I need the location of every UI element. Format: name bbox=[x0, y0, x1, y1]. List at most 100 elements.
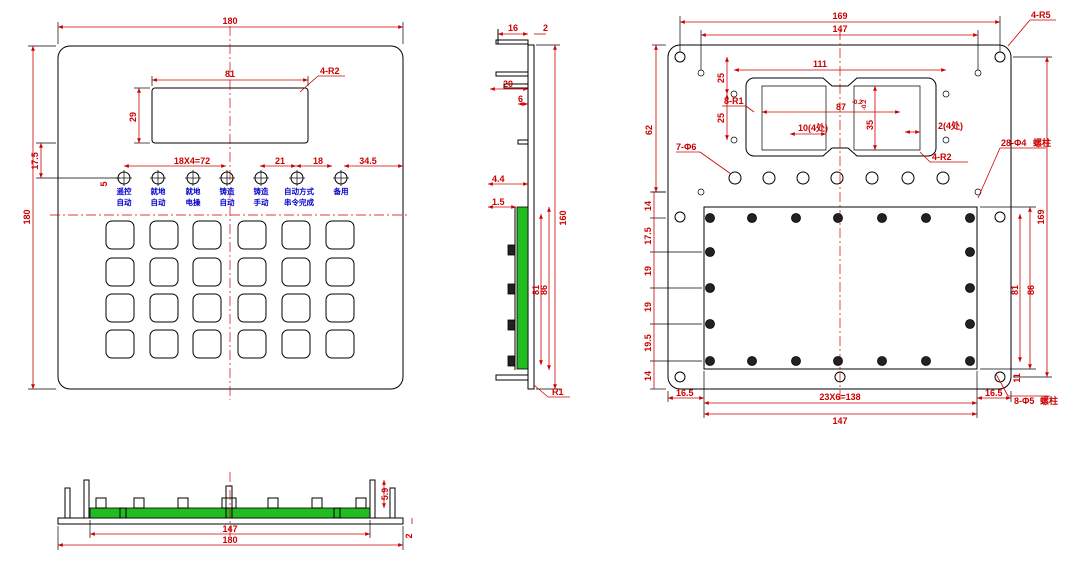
window-height-dim: 29 bbox=[128, 112, 138, 122]
key-button[interactable] bbox=[149, 257, 179, 287]
back-pcb-outline bbox=[703, 206, 978, 370]
key-button[interactable] bbox=[192, 329, 222, 359]
key-button[interactable] bbox=[237, 293, 267, 323]
key-button[interactable] bbox=[237, 257, 267, 287]
indicator-pitch-dim: 18X4=72 bbox=[174, 156, 210, 166]
offset-5-dim: 5 bbox=[99, 181, 109, 186]
indicator-lamp bbox=[289, 170, 305, 186]
back-nut-label: 8-Φ5 bbox=[1014, 396, 1034, 406]
key-button[interactable] bbox=[325, 293, 355, 323]
mount-hole bbox=[674, 211, 686, 223]
back-dim-169v: 169 bbox=[1036, 209, 1046, 224]
back-dim-62: 62 bbox=[644, 125, 654, 135]
back-pitch-dim: 23X6=138 bbox=[819, 392, 860, 402]
indicator-lamp bbox=[116, 170, 132, 186]
back-view: 87 -0.2 35 -0.2 bbox=[643, 10, 1058, 426]
side-radius-label: R1 bbox=[552, 387, 564, 397]
back-dim-86: 86 bbox=[1026, 285, 1036, 295]
key-button[interactable] bbox=[325, 220, 355, 250]
indicator-lamp bbox=[253, 170, 269, 186]
bottom-dim-147: 147 bbox=[222, 524, 237, 534]
back-dim-16-5a: 16.5 bbox=[676, 388, 694, 398]
back-dim-10: 10(4处) bbox=[798, 122, 828, 133]
mount-hole bbox=[674, 51, 686, 63]
front-height-dim: 180 bbox=[22, 209, 32, 224]
stud-array bbox=[705, 213, 975, 366]
back-dim-14a: 14 bbox=[643, 201, 653, 211]
indicator-lamp bbox=[219, 170, 235, 186]
key-button[interactable] bbox=[281, 329, 311, 359]
side-dim-4-4: 4.4 bbox=[492, 174, 505, 184]
mount-hole bbox=[834, 371, 846, 383]
back-corner-radius-label: 4-R5 bbox=[1031, 10, 1051, 20]
front-view: 180 180 81 29 4-R2 17.5 5 18X4=72 21 18 bbox=[22, 16, 410, 400]
back-dim-19-5: 19.5 bbox=[643, 334, 653, 352]
key-button[interactable] bbox=[192, 220, 222, 250]
side-dim-81: 81 bbox=[531, 285, 541, 295]
back-dim-87: 87 bbox=[836, 102, 846, 112]
back-dim-81: 81 bbox=[1010, 285, 1020, 295]
back-dim-19a: 19 bbox=[643, 266, 653, 276]
key-button[interactable] bbox=[149, 220, 179, 250]
key-button[interactable] bbox=[325, 329, 355, 359]
key-button[interactable] bbox=[192, 293, 222, 323]
indicator-label-top: 就地 bbox=[186, 186, 201, 196]
key-button[interactable] bbox=[281, 293, 311, 323]
indicator-label-top: 就地 bbox=[151, 186, 166, 196]
side-pcb bbox=[516, 206, 529, 370]
side-dim-20: 20 bbox=[503, 79, 513, 89]
key-button[interactable] bbox=[237, 329, 267, 359]
key-button[interactable] bbox=[192, 257, 222, 287]
back-dim-35: 35 bbox=[865, 120, 875, 130]
bottom-dim-5-9: 5.9 bbox=[380, 488, 390, 501]
keypad-grid bbox=[105, 220, 355, 359]
key-button[interactable] bbox=[325, 257, 355, 287]
mount-hole bbox=[674, 371, 686, 383]
key-button[interactable] bbox=[105, 220, 135, 250]
key-button[interactable] bbox=[105, 329, 135, 359]
spacing-34-5-dim: 34.5 bbox=[359, 156, 377, 166]
indicator-label-top: 备用 bbox=[333, 186, 349, 196]
back-dim-25b: 25 bbox=[716, 113, 726, 123]
back-dim-2: 2(4处) bbox=[938, 120, 963, 131]
indicator-label-top: 铸造 bbox=[220, 186, 235, 196]
back-dim-147: 147 bbox=[832, 24, 847, 34]
back-dim-25a: 25 bbox=[716, 73, 726, 83]
back-dim-14b: 14 bbox=[643, 371, 653, 381]
key-button[interactable] bbox=[149, 329, 179, 359]
indicator-hole-row bbox=[728, 171, 950, 185]
side-dim-2: 2 bbox=[543, 23, 548, 33]
back-nut-suffix: 螺柱 bbox=[1040, 395, 1058, 406]
indicator-lamp bbox=[185, 170, 201, 186]
key-button[interactable] bbox=[237, 220, 267, 250]
key-button[interactable] bbox=[105, 293, 135, 323]
key-button[interactable] bbox=[149, 293, 179, 323]
window-width-dim: 81 bbox=[225, 69, 235, 79]
key-button[interactable] bbox=[281, 220, 311, 250]
back-dim-16-5b: 16.5 bbox=[985, 388, 1003, 398]
bottom-dim-180: 180 bbox=[222, 535, 237, 545]
indicator-label-bottom: 自动 bbox=[117, 197, 132, 207]
back-dim-17-5: 17.5 bbox=[643, 227, 653, 245]
indicator-row bbox=[116, 170, 349, 186]
back-stud-label: 28-Φ4 bbox=[1001, 138, 1026, 148]
spacing-21-dim: 21 bbox=[275, 156, 285, 166]
mount-hole bbox=[994, 51, 1006, 63]
window-radius-label: 4-R2 bbox=[320, 66, 340, 76]
offset-17-5-dim: 17.5 bbox=[30, 152, 40, 170]
back-dim-87-tol: -0.2 bbox=[852, 100, 863, 106]
side-dim-6: 6 bbox=[518, 94, 523, 104]
indicator-label-top: 铸造 bbox=[254, 186, 269, 196]
back-dim-147b: 147 bbox=[832, 416, 847, 426]
spacing-18-dim: 18 bbox=[313, 156, 323, 166]
key-button[interactable] bbox=[281, 257, 311, 287]
indicator-label-bottom: 电操 bbox=[186, 197, 201, 207]
cutout-frame bbox=[745, 77, 937, 157]
side-dim-86: 86 bbox=[539, 285, 549, 295]
key-button[interactable] bbox=[105, 257, 135, 287]
indicator-lamp bbox=[150, 170, 166, 186]
back-dim-19b: 19 bbox=[643, 302, 653, 312]
back-dim-169: 169 bbox=[832, 11, 847, 21]
back-stud-suffix: 螺柱 bbox=[1033, 137, 1051, 148]
